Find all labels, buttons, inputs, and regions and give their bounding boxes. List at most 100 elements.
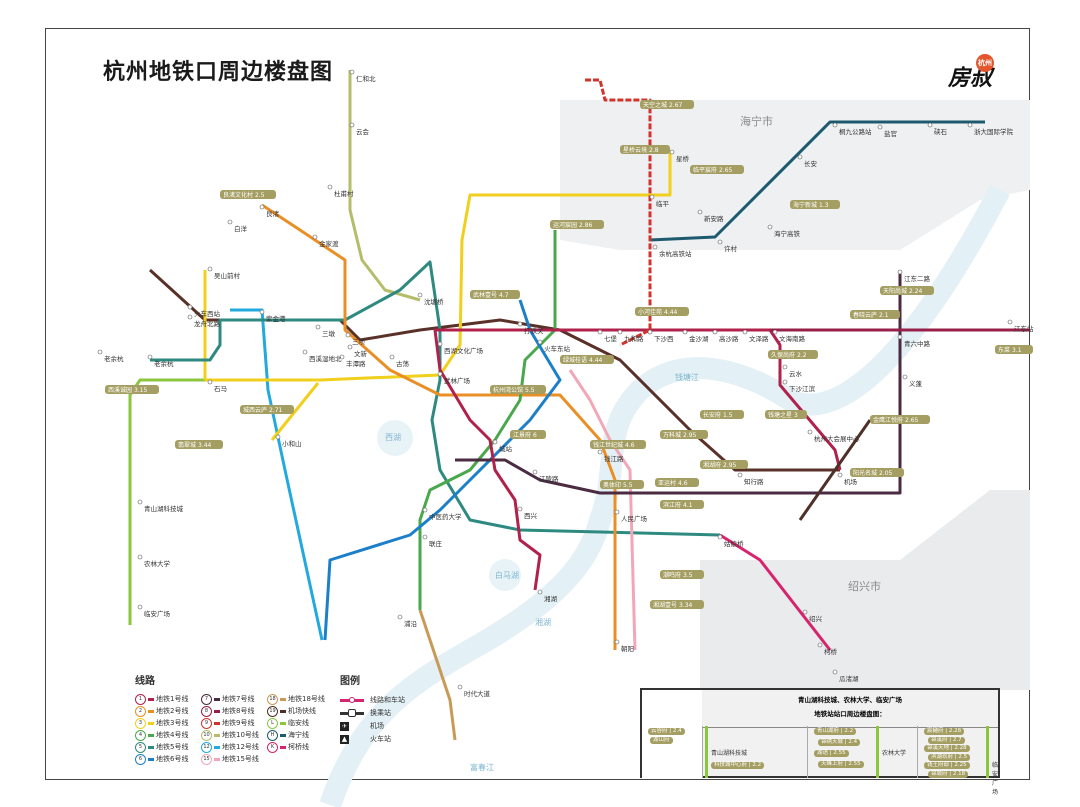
station-label[interactable]: 三墩 xyxy=(322,329,336,338)
station-dot[interactable] xyxy=(207,266,213,272)
station-label[interactable]: 义蓬 xyxy=(909,379,923,388)
station-label[interactable]: 星桥 xyxy=(676,154,690,163)
station-label[interactable]: 杭州大会展中心 xyxy=(814,434,860,443)
station-dot[interactable] xyxy=(227,219,233,225)
station-dot[interactable] xyxy=(697,209,703,215)
station-label[interactable]: 文泽路 xyxy=(749,334,769,343)
station-dot[interactable] xyxy=(532,469,538,475)
station-dot[interactable] xyxy=(437,341,443,347)
station-label[interactable]: 城站 xyxy=(499,444,513,453)
panel-property-tag[interactable]: 锦溪府 | 2.7 xyxy=(928,736,965,744)
station-dot[interactable] xyxy=(349,122,355,128)
station-label[interactable]: 沈塘桥 xyxy=(424,297,444,306)
station-label[interactable]: 姑娘桥 xyxy=(724,539,744,548)
station-dot[interactable] xyxy=(187,304,193,310)
station-dot[interactable] xyxy=(717,534,723,540)
station-dot[interactable] xyxy=(807,429,813,435)
station-dot[interactable] xyxy=(397,614,403,620)
station-label[interactable]: 文海南路 xyxy=(779,334,806,343)
station-label[interactable]: 云会 xyxy=(356,127,370,136)
station-dot[interactable] xyxy=(259,204,265,210)
station-dot[interactable] xyxy=(422,534,428,540)
panel-property-tag[interactable]: 宸樾府 | 2.28 xyxy=(924,728,965,735)
panel-property-tag[interactable]: 锦溪天地 | 2.28 xyxy=(924,745,970,752)
station-dot[interactable] xyxy=(339,354,345,360)
station-label[interactable]: 临安广场 xyxy=(144,609,171,618)
station-dot[interactable] xyxy=(717,239,723,245)
station-label[interactable]: 下沙西 xyxy=(654,335,674,343)
panel-property-tag[interactable]: 湖语 | 2.55 xyxy=(814,750,849,757)
station-dot[interactable] xyxy=(897,334,903,340)
panel-property-tag[interactable]: 滨湖玖府 | 2.5 xyxy=(928,753,971,761)
station-label[interactable]: 中医药大学 xyxy=(429,512,462,521)
station-dot[interactable] xyxy=(315,324,321,330)
station-label[interactable]: 仁和北 xyxy=(356,74,376,83)
station-dot[interactable] xyxy=(797,154,803,160)
station-dot[interactable] xyxy=(837,472,843,478)
station-label[interactable]: 临平 xyxy=(656,199,670,208)
station-dot[interactable] xyxy=(389,354,395,360)
station-dot[interactable] xyxy=(147,354,153,360)
station-label[interactable]: 石马 xyxy=(214,385,227,393)
station-label[interactable]: 下沙江滨 xyxy=(789,384,816,393)
station-dot[interactable] xyxy=(97,349,103,355)
station-dot[interactable] xyxy=(327,184,333,190)
station-dot[interactable] xyxy=(259,309,265,315)
station-dot[interactable] xyxy=(782,379,788,385)
station-label[interactable]: 青六中路 xyxy=(904,339,931,348)
station-label[interactable]: 西溪湿地北 xyxy=(309,354,342,363)
station-label[interactable]: 湘湖 xyxy=(544,594,558,603)
station-label[interactable]: 江东二路 xyxy=(904,274,931,283)
station-label[interactable]: 长安 xyxy=(804,159,818,168)
station-label[interactable]: 金沙湖 xyxy=(689,334,709,343)
panel-property-tag[interactable]: 锦城府 | 2.18 xyxy=(928,770,969,778)
station-dot[interactable] xyxy=(802,609,808,615)
station-dot[interactable] xyxy=(347,344,353,350)
station-dot[interactable] xyxy=(1007,319,1013,325)
station-label[interactable]: 桐九公路站 xyxy=(839,127,872,136)
station-label[interactable]: 火车东站 xyxy=(544,344,571,353)
station-label[interactable]: 机场 xyxy=(844,477,858,486)
station-dot[interactable] xyxy=(647,329,653,335)
station-dot[interactable] xyxy=(349,69,355,75)
station-dot[interactable] xyxy=(137,604,143,610)
station-label[interactable]: 九和路 xyxy=(624,334,644,343)
station-label[interactable]: 江陵路 xyxy=(539,474,559,483)
station-dot[interactable] xyxy=(832,669,838,675)
station-label[interactable]: 钱江路 xyxy=(604,454,624,463)
station-dot[interactable] xyxy=(437,371,443,377)
panel-property-tag[interactable]: 科技城中心府 | 2.2 xyxy=(711,762,765,769)
station-label[interactable]: 七堡 xyxy=(604,334,618,343)
station-dot[interactable] xyxy=(617,329,623,335)
station-label[interactable]: 盐官 xyxy=(884,129,897,138)
station-dot[interactable] xyxy=(877,124,883,130)
station-dot[interactable] xyxy=(772,329,778,335)
panel-property-tag[interactable]: 天峰上府 | 2.55 xyxy=(818,761,864,768)
station-label[interactable]: 吴山前村 xyxy=(214,271,241,280)
station-dot[interactable] xyxy=(614,639,620,645)
station-dot[interactable] xyxy=(517,506,523,512)
station-label[interactable]: 浦沿 xyxy=(404,619,418,628)
station-dot[interactable] xyxy=(742,329,748,335)
station-label[interactable]: 三坝 xyxy=(352,337,366,346)
station-label[interactable]: 文新 xyxy=(354,349,368,358)
station-label[interactable]: 云水 xyxy=(789,369,803,378)
station-dot[interactable] xyxy=(767,224,773,230)
station-dot[interactable] xyxy=(312,234,318,240)
